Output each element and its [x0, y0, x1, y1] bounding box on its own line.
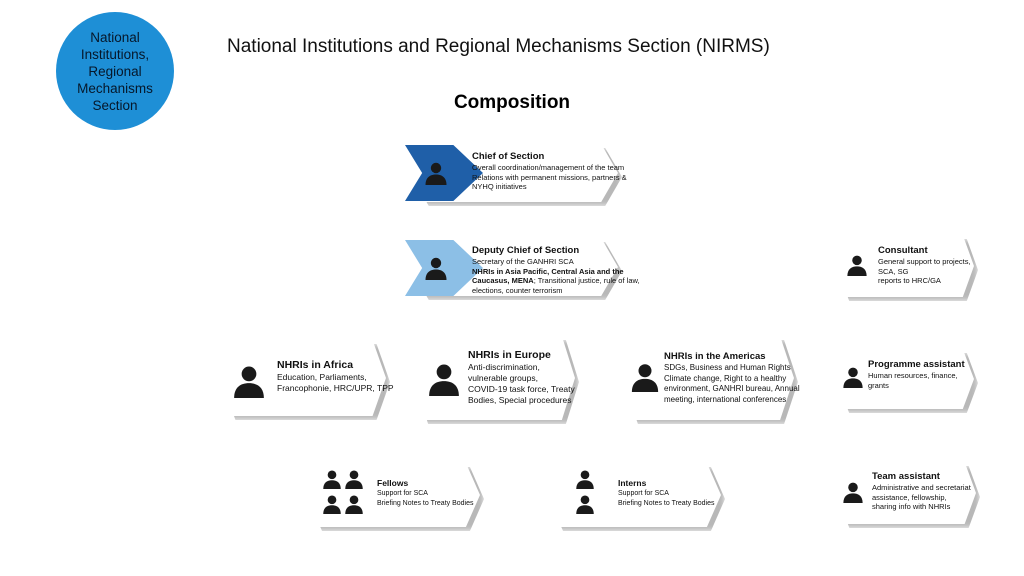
europe-line: COVID-19 task force, Treaty — [468, 384, 575, 394]
person-icon — [575, 469, 595, 489]
programme-line: Human resources, finance, — [868, 371, 958, 380]
person-icon — [322, 469, 342, 489]
section-badge-text: National Institutions, Regional Mechanis… — [77, 29, 153, 113]
europe-line: vulnerable groups, — [468, 373, 538, 383]
page-title: National Institutions and Regional Mecha… — [227, 36, 770, 57]
person-icon — [842, 481, 864, 503]
person-icon — [846, 254, 868, 276]
person-icon — [344, 494, 364, 514]
deputy-line-rest: ; Transitional justice, rule of law, — [533, 276, 640, 285]
consultant-title: Consultant — [878, 245, 928, 256]
programme-title: Programme assistant — [868, 359, 965, 370]
africa-title: NHRIs in Africa — [277, 359, 354, 371]
person-icon — [630, 362, 660, 392]
chief-line: Overall coordination/management of the t… — [472, 163, 625, 172]
chief-title: Chief of Section — [472, 151, 545, 162]
chief-line: NYHQ initiatives — [472, 182, 527, 191]
africa-line: Francophonie, HRC/UPR, TPP — [277, 383, 394, 393]
section-heading-text: Composition — [453, 92, 571, 113]
consultant-line: SCA, SG — [878, 266, 909, 276]
deputy-title: Deputy Chief of Section — [472, 245, 580, 256]
person-icon — [424, 161, 448, 185]
consultant-line: reports to HRC/GA — [878, 276, 941, 285]
africa-line: Education, Parliaments, — [277, 372, 367, 382]
interns-line: Support for SCA — [618, 490, 669, 497]
team-line: Administrative and secretariat — [872, 483, 971, 492]
deputy-line: NHRIs in Asia Pacific, Central Asia and … — [472, 266, 624, 276]
americas-line: environment, GANHRI bureau, Annual — [664, 384, 800, 393]
person-icon — [344, 469, 364, 489]
person-icon — [842, 366, 864, 388]
person-icon — [575, 494, 595, 514]
person-icon — [322, 494, 342, 514]
americas-title: NHRIs in the Americas — [664, 351, 766, 362]
person-icon — [427, 362, 461, 396]
team-title: Team assistant — [872, 471, 940, 482]
europe-line: Anti-discrimination, — [468, 362, 540, 372]
fellows-line: Support for SCA — [377, 490, 428, 497]
europe-title: NHRIs in Europe — [468, 349, 551, 361]
deputy-line-bold: Caucasus, MENA — [472, 276, 534, 285]
section-heading: Composition — [0, 92, 1024, 114]
deputy-line: elections, counter terrorism — [472, 285, 563, 295]
programme-line: grants — [868, 380, 889, 390]
fellows-title: Fellows — [377, 478, 409, 488]
person-icon — [424, 256, 448, 280]
interns-title: Interns — [618, 478, 647, 488]
americas-line: Climate change, Right to a healthy — [664, 373, 787, 383]
deputy-line: Secretary of the GANHRI SCA — [472, 257, 574, 266]
consultant-line: General support to projects, — [878, 257, 971, 266]
chief-line: Relations with permanent missions, partn… — [472, 172, 627, 182]
interns-line: Briefing Notes to Treaty Bodies — [618, 500, 715, 507]
americas-line: SDGs, Business and Human Rights — [664, 363, 791, 372]
europe-line: Bodies, Special procedures — [468, 395, 572, 405]
team-line: sharing info with NHRIs — [872, 502, 951, 511]
team-line: assistance, fellowship, — [872, 492, 947, 502]
section-badge: National Institutions, Regional Mechanis… — [56, 12, 174, 130]
americas-line: meeting, international conferences — [664, 394, 787, 404]
person-icon — [232, 364, 266, 398]
fellows-line: Briefing Notes to Treaty Bodies — [377, 500, 474, 507]
